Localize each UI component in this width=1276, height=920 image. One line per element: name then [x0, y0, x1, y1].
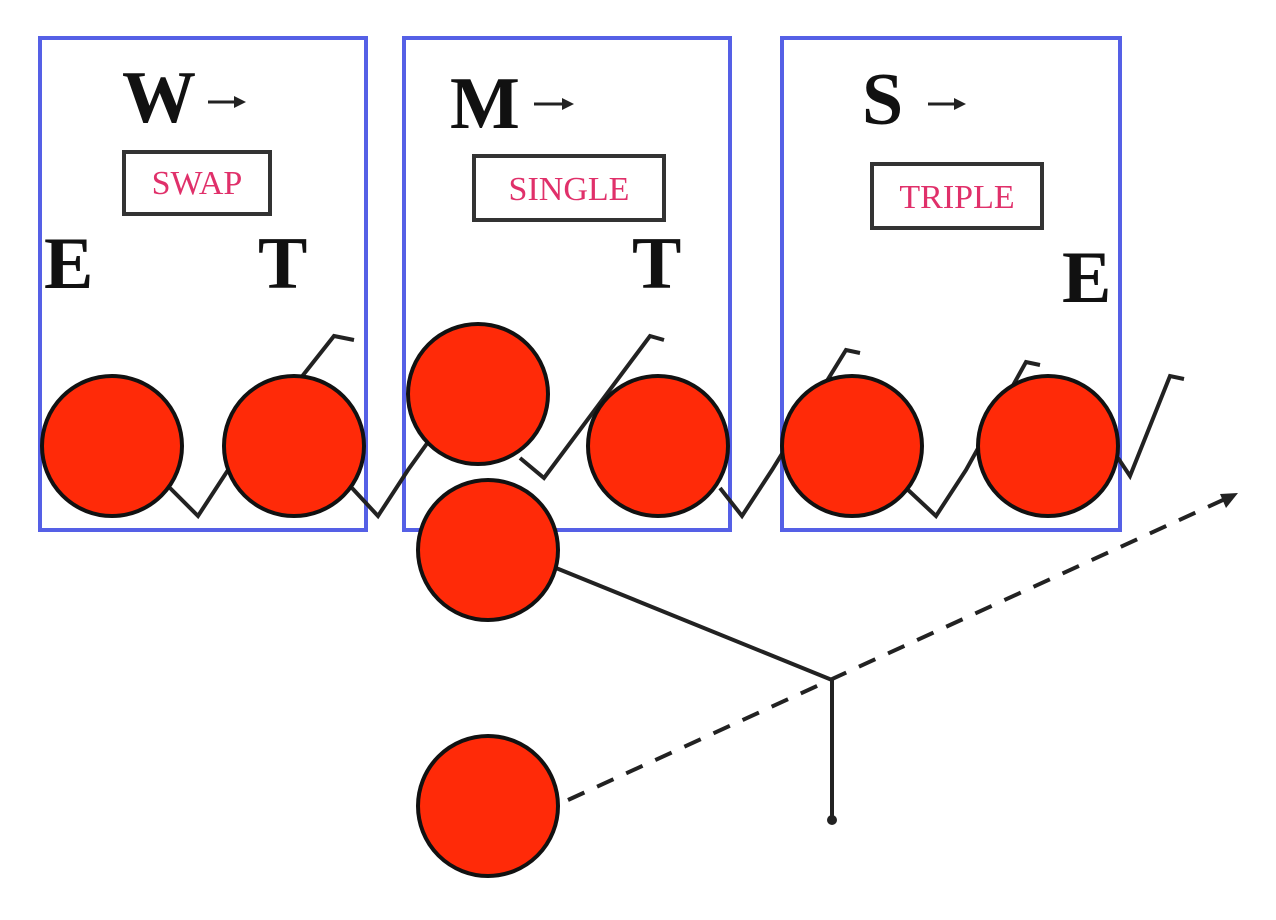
route-4 [718, 347, 861, 520]
arrow-head-icon [234, 96, 246, 108]
group-s-right-label: E [1062, 237, 1111, 319]
route-3 [518, 333, 665, 481]
players [40, 322, 1120, 878]
route-5 [904, 359, 1041, 520]
call-label-swap: SWAP [152, 165, 243, 202]
group-s-letter: S [862, 59, 903, 141]
player-2 [222, 374, 366, 518]
group-w-left-label: E [44, 223, 93, 305]
dashed-route [567, 492, 1237, 802]
player-7 [416, 478, 560, 622]
call-label-triple: TRIPLE [899, 179, 1014, 216]
player-8 [416, 734, 560, 878]
route-end-dot [827, 815, 837, 825]
call-box-triple [870, 162, 1044, 230]
group-box-w [38, 36, 368, 532]
player-4 [586, 374, 730, 518]
group-w-right-label: T [258, 223, 307, 305]
group-box-s [780, 36, 1122, 532]
group-w-letter: W [122, 57, 196, 139]
route-7 [555, 566, 834, 818]
dashed-route-arrowhead [1220, 493, 1238, 508]
player-3 [406, 322, 550, 466]
arrow-head-icon [562, 98, 574, 110]
group-m-letter: M [450, 63, 520, 145]
player-1 [40, 374, 184, 518]
call-box-swap [122, 150, 272, 216]
route-6 [1116, 373, 1185, 481]
player-5 [780, 374, 924, 518]
call-label-single: SINGLE [509, 171, 630, 208]
group-m-right-label: T [632, 223, 681, 305]
group-box-m [402, 36, 732, 532]
player-6 [976, 374, 1120, 518]
call-box-single [472, 154, 666, 222]
arrow-head-icon [954, 98, 966, 110]
